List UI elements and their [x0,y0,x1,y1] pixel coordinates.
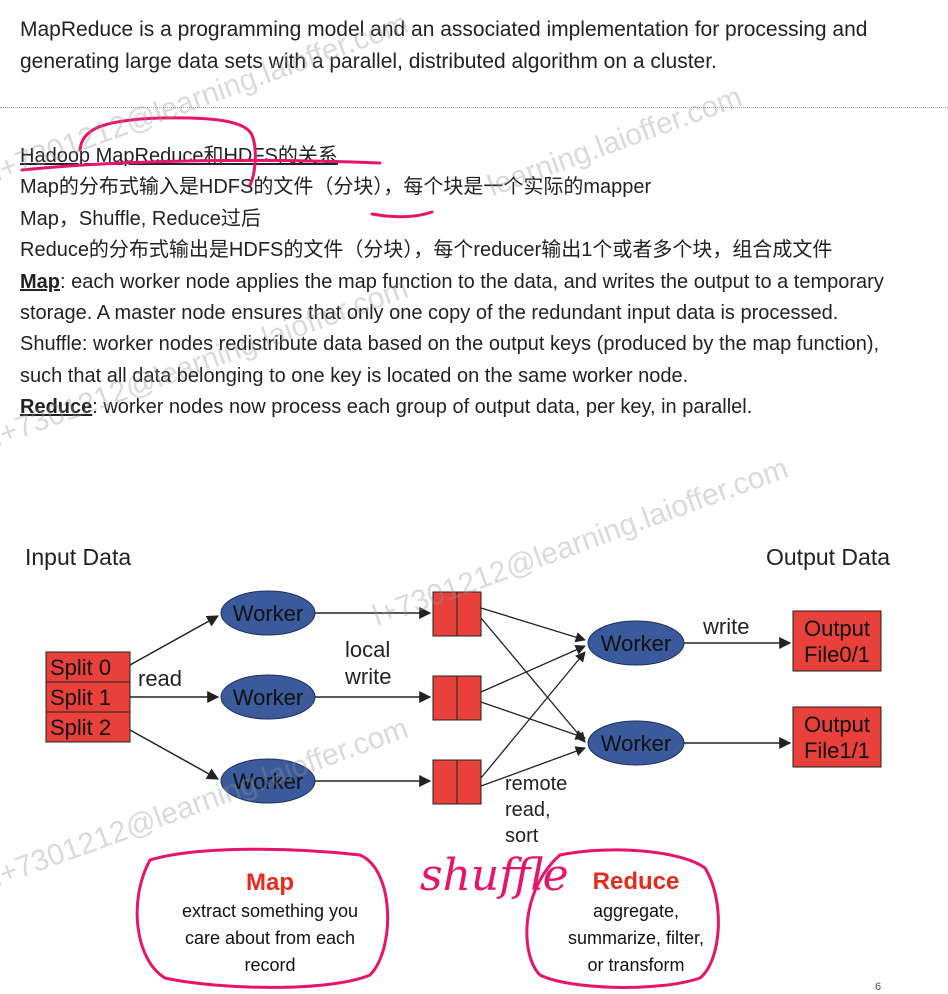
text-line-3: Reduce的分布式输出是HDFS的文件（分块），每个reducer输出1个或者… [20,239,833,262]
map-title: Map [246,869,294,896]
write-label: write [344,664,391,689]
pen-loop-heading [78,116,257,187]
output-1-line2: File1/1 [804,738,870,763]
definition-shuffle-text: : worker nodes redistribute data based o… [20,333,880,387]
shuffle-arrows [480,607,586,787]
intro-paragraph: MapReduce is a programming model and an … [20,18,868,73]
reduce-desc-2: summarize, filter, [568,928,704,948]
handwritten-shuffle: shuffle [420,850,569,901]
split-2: Split 2 [50,715,111,740]
output-write-label: write [702,614,749,639]
term-map: Map [20,270,60,293]
definition-reduce-text: : worker nodes now process each group of… [92,396,753,419]
definition-map: Map: each worker node applies the map fu… [20,267,925,330]
map-workers: Worker Worker Worker [220,590,316,804]
map-worker-3: Worker [233,769,304,794]
output-0-line2: File0/1 [804,642,870,667]
term-reduce: Reduce [20,396,93,419]
reduce-worker-1: Worker [601,631,672,656]
page-number: 6 [875,981,881,993]
reduce-title: Reduce [593,868,680,895]
definition-map-text: : each worker node applies the map funct… [20,270,884,325]
output-files: Output File0/1 Output File1/1 [792,610,882,768]
reduce-desc-3: or transform [587,955,684,975]
arrow-read-0 [129,615,220,666]
map-desc-2: care about from each [185,928,355,948]
definition-shuffle: Shuffle: worker nodes redistribute data … [20,329,925,392]
split-1: Split 1 [50,685,111,710]
map-worker-1: Worker [233,601,304,626]
reduce-desc-1: aggregate, [593,901,679,921]
term-shuffle: Shuffle [20,333,82,356]
output-0-line1: Output [804,616,870,641]
map-desc-1: extract something you [182,901,358,921]
reduce-worker-2: Worker [601,731,672,756]
read-label: read [138,666,182,691]
output-data-label: Output Data [766,544,890,570]
pen-underline-fenkuai [370,210,434,219]
text-line-2: Map，Shuffle, Reduce过后 [20,207,261,230]
pen-underline-heading [20,158,382,172]
intermediate-files [432,591,482,805]
reduce-workers: Worker Worker [587,620,685,766]
map-worker-2: Worker [233,685,304,710]
local-label: local [345,637,390,662]
map-circle [135,847,390,989]
input-data-label: Input Data [25,544,131,570]
pen-annotations [20,116,720,989]
definition-reduce: Reduce: worker nodes now process each gr… [20,392,925,423]
sort-label: sort [505,825,539,847]
divider [0,107,948,108]
reduce-circle [525,848,720,989]
map-desc-3: record [244,955,295,975]
text-line-1: Map的分布式输入是HDFS的文件（分块），每个块是一个实际的mapper [20,176,652,199]
split-stack: Split 0 Split 1 Split 2 [45,651,131,743]
split-0: Split 0 [50,655,111,680]
arrow-read-2 [129,729,220,780]
remote-read-label: read, [505,799,551,821]
remote-label: remote [505,773,567,795]
output-1-line1: Output [804,712,870,737]
